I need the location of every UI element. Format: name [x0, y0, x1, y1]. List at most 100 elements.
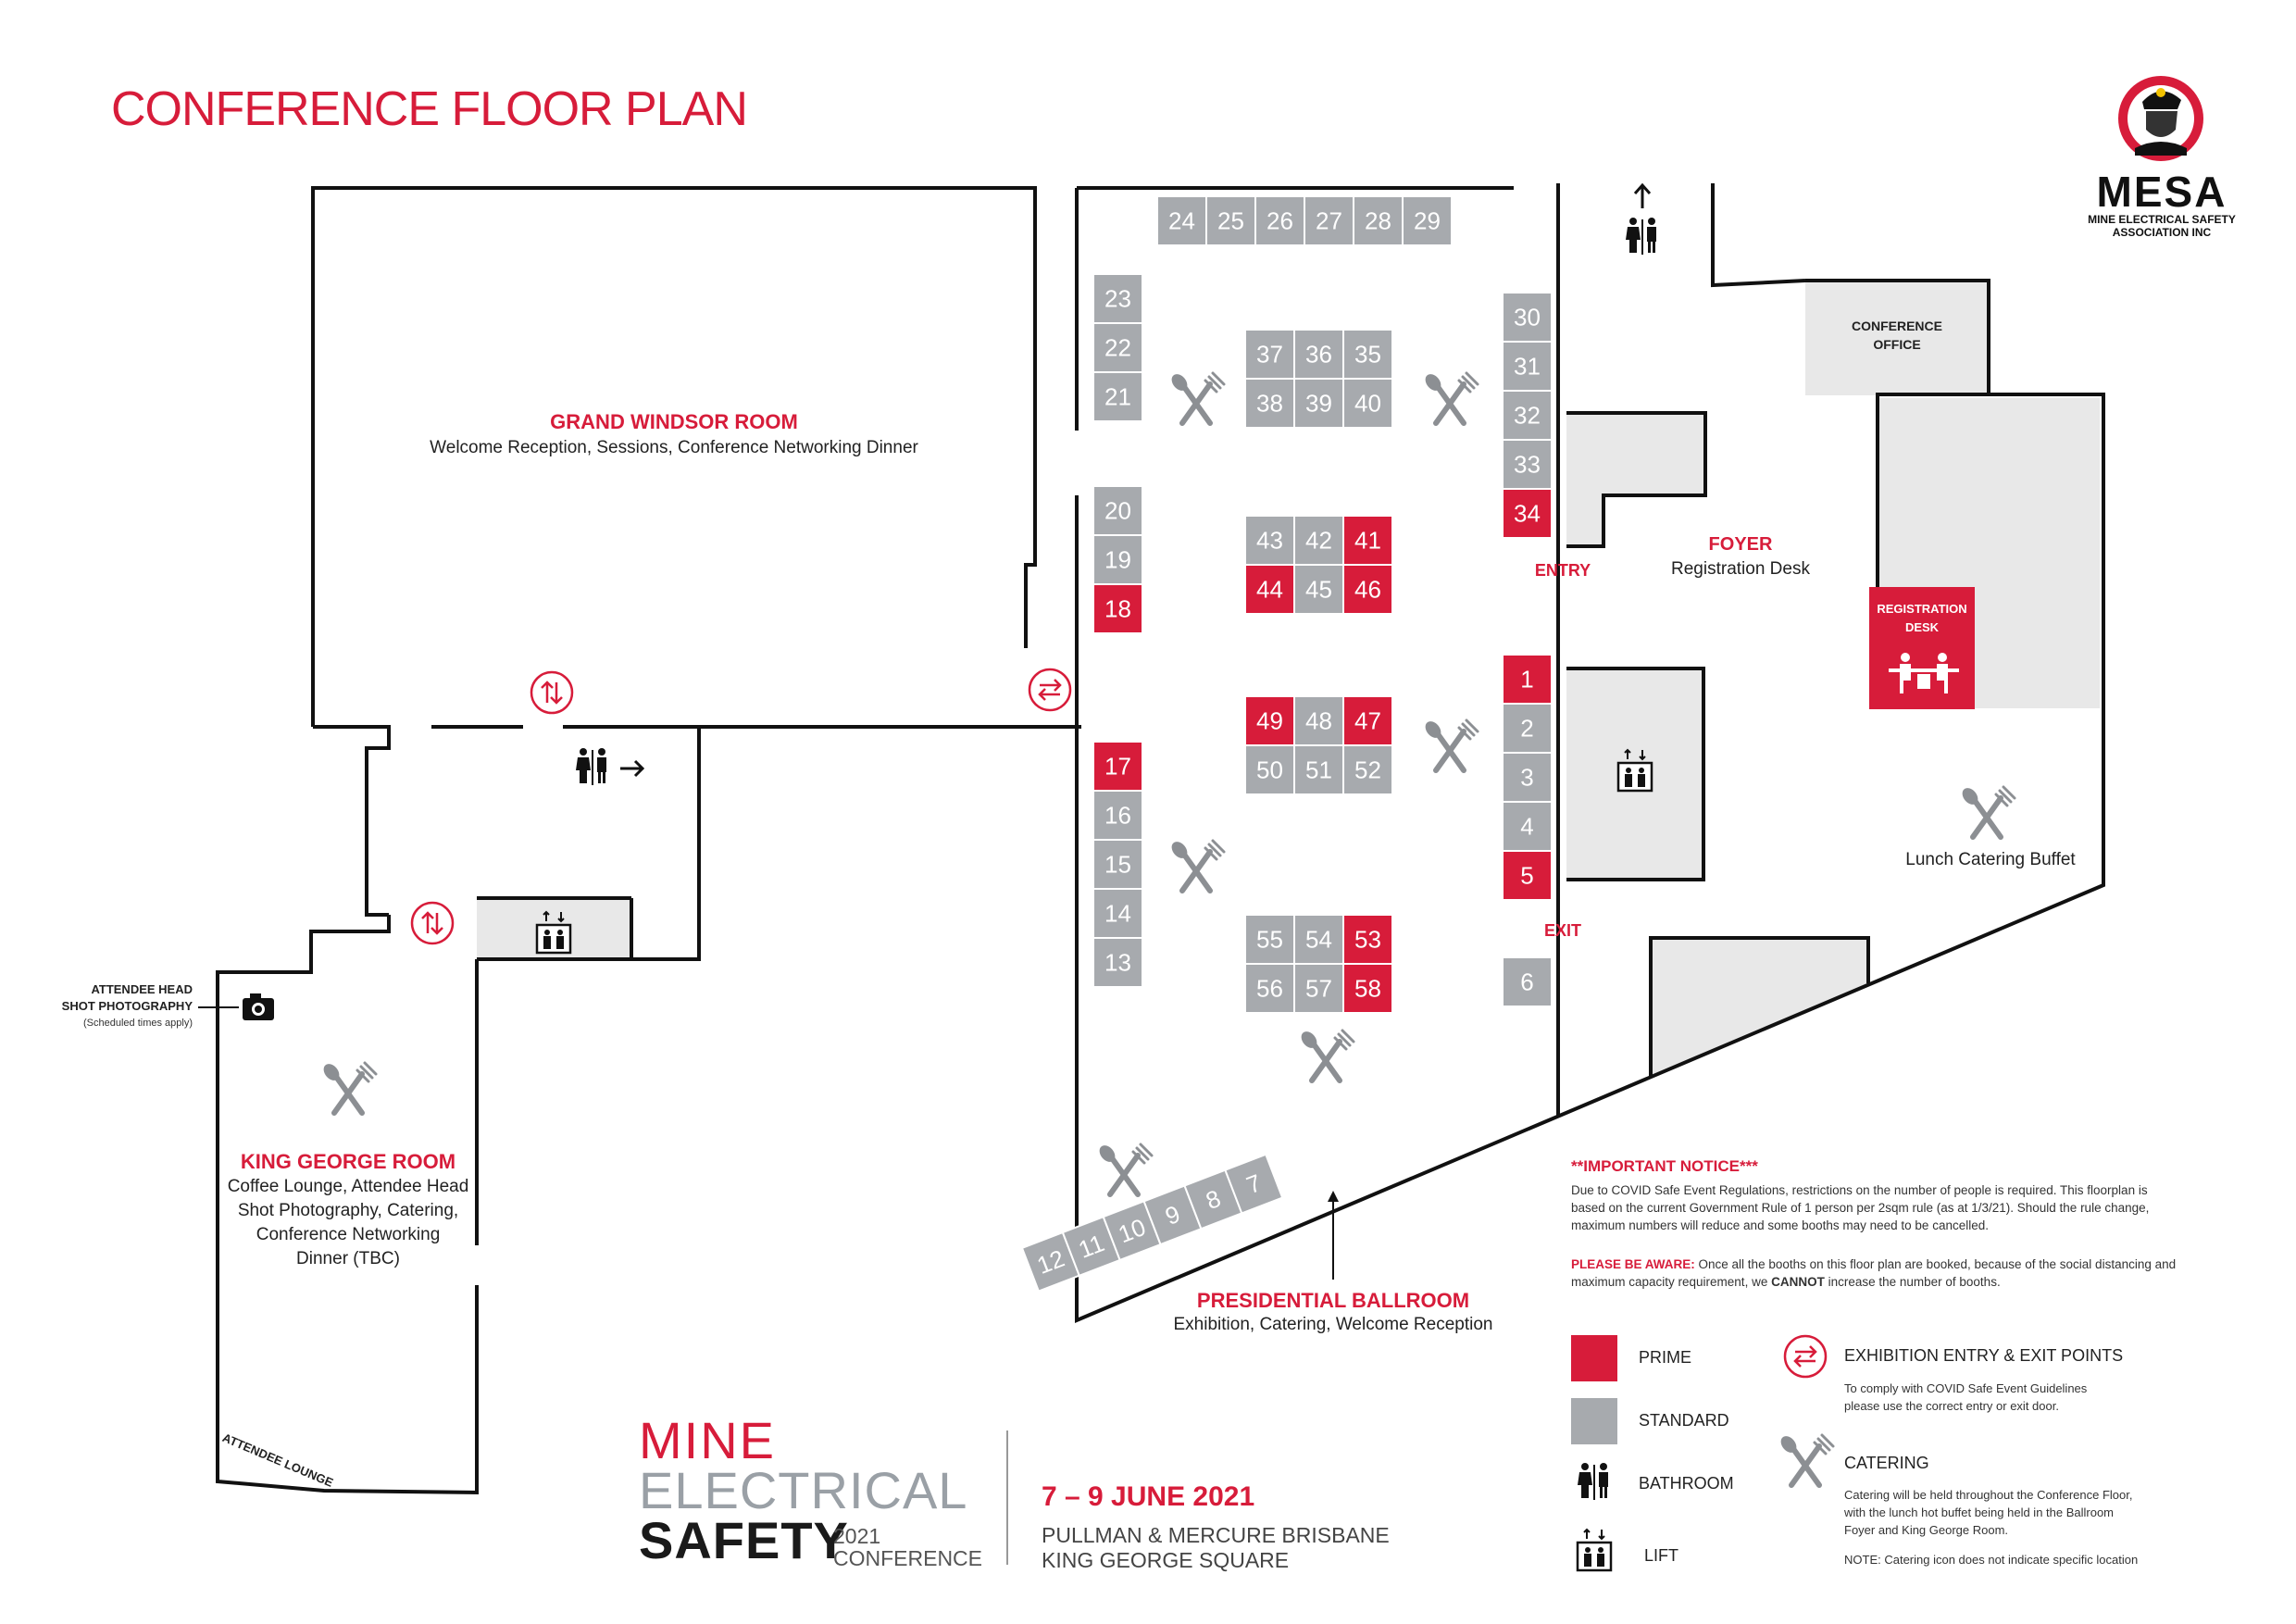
booth-number: 2	[1520, 715, 1533, 743]
legend-entry-exit-note1: To comply with COVID Safe Event Guidelin…	[1844, 1381, 2088, 1395]
brand-mine: MINE	[639, 1411, 776, 1469]
arrow-right-icon	[620, 759, 645, 778]
grand-windsor-title: GRAND WINDSOR ROOM	[550, 410, 798, 433]
booth-number: 32	[1514, 402, 1541, 430]
booth-number: 54	[1305, 926, 1332, 954]
logo-subtitle-line2: ASSOCIATION INC	[2112, 226, 2212, 239]
photo-label-line1: ATTENDEE HEAD	[91, 982, 193, 996]
photo-label-line2: SHOT PHOTOGRAPHY	[61, 999, 193, 1013]
booth-box	[1293, 744, 1344, 795]
booth-number: 3	[1520, 764, 1533, 792]
legend-catering-title: CATERING	[1844, 1454, 1929, 1472]
booth-42: 42	[1293, 515, 1344, 566]
booth-box	[1092, 534, 1143, 585]
booth-box	[1502, 752, 1553, 803]
booth-16: 16	[1092, 790, 1143, 841]
booth-35: 35	[1342, 329, 1393, 380]
grey-block-lower	[1651, 938, 1868, 1077]
booth-12: 12	[1020, 1230, 1081, 1293]
booth-number: 35	[1354, 341, 1381, 369]
booth-number: 5	[1520, 862, 1533, 890]
booth-23: 23	[1092, 273, 1143, 324]
booth-box	[1304, 195, 1354, 246]
bathroom-icon	[576, 748, 606, 785]
photo-label-line3: (Scheduled times apply)	[82, 1018, 193, 1029]
bathroom-icon	[1626, 218, 1656, 255]
booth-56: 56	[1244, 963, 1295, 1014]
booth-37: 37	[1244, 329, 1295, 380]
logo-subtitle-line1: MINE ELECTRICAL SAFETY	[2088, 213, 2236, 226]
event-venue-line2: KING GEORGE SQUARE	[1042, 1548, 1290, 1572]
booth-21: 21	[1092, 371, 1143, 422]
king-george-line4: Dinner (TBC)	[296, 1249, 400, 1268]
legend-swatches	[1571, 1334, 1833, 1572]
registration-desk	[1869, 587, 1975, 709]
booth-box	[1092, 937, 1143, 988]
booth-number: 41	[1354, 527, 1381, 555]
booth-3: 3	[1502, 752, 1553, 803]
booth-number: 19	[1104, 546, 1131, 574]
legend-standard: STANDARD	[1639, 1411, 1729, 1430]
booth-box	[1244, 329, 1295, 380]
conference-office-line2: OFFICE	[1873, 337, 1921, 352]
presidential-title: PRESIDENTIAL BALLROOM	[1196, 1289, 1470, 1312]
legend-lift: LIFT	[1644, 1546, 1679, 1565]
booth-number: 57	[1305, 975, 1332, 1003]
booth-27: 27	[1304, 195, 1354, 246]
booth-number: 56	[1256, 975, 1283, 1003]
booth-36: 36	[1293, 329, 1344, 380]
booth-number: 52	[1354, 756, 1381, 784]
booth-8: 8	[1183, 1168, 1243, 1230]
brand-conference: CONFERENCE	[833, 1546, 983, 1570]
booth-number: 28	[1365, 207, 1391, 235]
booth-53: 53	[1342, 914, 1393, 965]
booth-51: 51	[1293, 744, 1344, 795]
booth-17: 17	[1092, 741, 1143, 792]
booth-number: 18	[1104, 595, 1131, 623]
booth-number: 43	[1256, 527, 1283, 555]
booth-box	[1293, 378, 1344, 429]
booth-number: 16	[1104, 802, 1131, 830]
legend-catering-note3: Foyer and King George Room.	[1844, 1523, 2009, 1537]
booth-7: 7	[1224, 1153, 1284, 1215]
booth-box	[1502, 703, 1553, 754]
legend-bathroom: BATHROOM	[1639, 1474, 1734, 1493]
booth-box	[1502, 850, 1553, 901]
foyer-subtitle: Registration Desk	[1671, 559, 1810, 579]
booth-29: 29	[1402, 195, 1453, 246]
legend-catering-note4: NOTE: Catering icon does not indicate sp…	[1844, 1553, 2139, 1567]
booth-number: 45	[1305, 576, 1332, 604]
booth-9: 9	[1142, 1184, 1203, 1246]
booth-box	[1342, 515, 1393, 566]
brand-safety: SAFETY	[639, 1511, 849, 1569]
booth-box	[1502, 654, 1553, 705]
booth-18: 18	[1092, 583, 1143, 634]
booth-box	[1342, 744, 1393, 795]
booth-box	[1092, 273, 1143, 324]
cutlery-icon	[1778, 1433, 1833, 1485]
booth-10: 10	[1102, 1200, 1162, 1262]
booth-number: 33	[1514, 451, 1541, 479]
logo-name: MESA	[2096, 168, 2227, 216]
booth-55: 55	[1244, 914, 1295, 965]
booth-number: 48	[1305, 707, 1332, 735]
booth-number: 47	[1354, 707, 1381, 735]
booth-33: 33	[1502, 439, 1553, 490]
booth-number: 4	[1520, 813, 1533, 841]
booth-box	[1342, 564, 1393, 615]
booth-box	[1205, 195, 1256, 246]
booth-number: 13	[1104, 949, 1131, 977]
mesa-logo: MESA MINE ELECTRICAL SAFETY ASSOCIATION …	[2074, 93, 2250, 239]
booth-box	[1293, 963, 1344, 1014]
lift-icon	[1576, 1528, 1613, 1572]
king-george-title: KING GEORGE ROOM	[240, 1150, 456, 1173]
booth-26: 26	[1254, 195, 1305, 246]
booth-19: 19	[1092, 534, 1143, 585]
notice-aware: PLEASE BE AWARE: Once all the booths on …	[1571, 1255, 2182, 1291]
conference-office-line1: CONFERENCE	[1851, 319, 1942, 333]
aware-cannot: CANNOT	[1771, 1275, 1825, 1289]
booth-44: 44	[1244, 564, 1295, 615]
